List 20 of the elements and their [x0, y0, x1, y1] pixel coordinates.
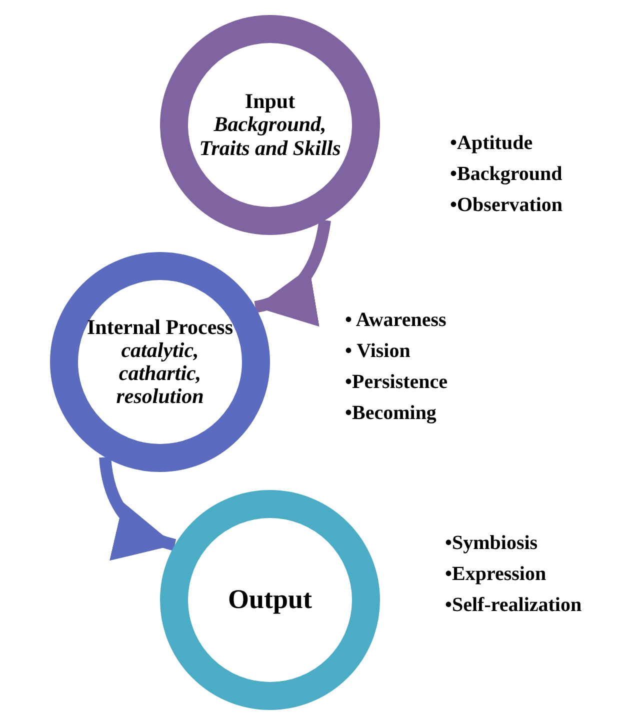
node-title: Internal Process — [86, 316, 233, 339]
bullet-item: •Observation — [450, 193, 563, 218]
bullet-item: • Vision — [345, 339, 412, 364]
node-title: Input — [244, 90, 296, 114]
arrow — [99, 456, 176, 558]
ring-node — [50, 252, 270, 472]
arrow — [254, 219, 331, 324]
ring-node — [160, 15, 380, 235]
ring-node — [160, 490, 380, 710]
bullet-item: •Aptitude — [450, 131, 534, 156]
bullet-item: •Expression — [445, 562, 548, 587]
bullet-item: •Symbiosis — [445, 531, 539, 556]
bullet-item: •Background — [450, 162, 563, 187]
node-description: Background, Traits and Skills — [198, 113, 342, 160]
bullet-item: • Awareness — [345, 308, 448, 333]
bullet-item: •Self-realization — [445, 593, 582, 618]
node-title: Output — [228, 585, 312, 615]
bullet-item: •Becoming — [345, 401, 438, 426]
node-description: catalytic, cathartic, resolution — [115, 338, 205, 408]
bullet-item: •Persistence — [345, 370, 448, 395]
